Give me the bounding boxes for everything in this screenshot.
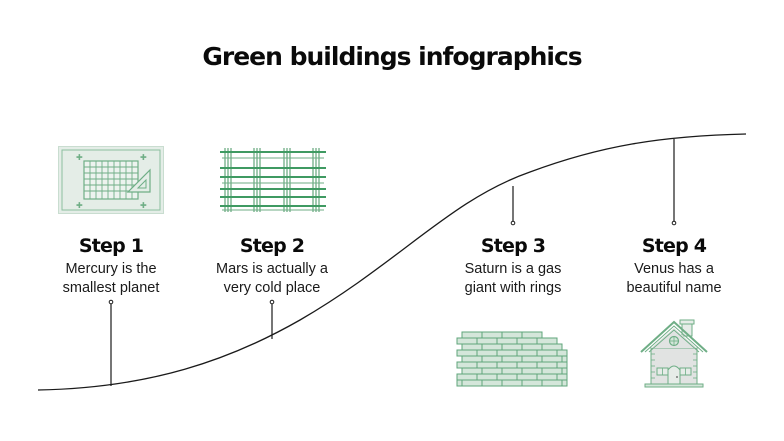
step-1-description-line1: Mercury is the (65, 261, 157, 277)
blueprint-icon: ✚ ✚ ✚ ✚ (58, 146, 164, 218)
step-1-label: Step 1 (78, 235, 144, 257)
svg-text:✚: ✚ (76, 153, 83, 162)
svg-text:✚: ✚ (140, 153, 147, 162)
step-4-description-line2: beautiful name (626, 280, 722, 296)
page-title: Green buildings infographics (202, 42, 582, 71)
step-1-description-line2: smallest planet (62, 280, 160, 296)
step-1: Step 1 Mercury is the smallest planet (26, 234, 196, 298)
svg-text:✚: ✚ (76, 201, 83, 210)
scaffold-grid-icon (220, 146, 326, 218)
step-2: Step 2 Mars is actually a very cold plac… (187, 234, 357, 298)
step-3-description-line2: giant with rings (464, 280, 562, 296)
step-2-description-line1: Mars is actually a (215, 261, 328, 277)
step-3: Step 3 Saturn is a gas giant with rings (428, 234, 598, 298)
step-3-description-line1: Saturn is a gas (464, 261, 562, 277)
step-4: Step 4 Venus has a beautiful name (589, 234, 759, 298)
step-2-label: Step 2 (239, 235, 305, 257)
step-4-label: Step 4 (641, 235, 707, 257)
step-4-description-line1: Venus has a (634, 261, 714, 277)
step-3-label: Step 3 (480, 235, 546, 257)
svg-text:✚: ✚ (140, 201, 147, 210)
house-icon (639, 318, 709, 394)
step-2-description-line2: very cold place (223, 280, 321, 296)
brick-wall-icon (456, 331, 571, 395)
